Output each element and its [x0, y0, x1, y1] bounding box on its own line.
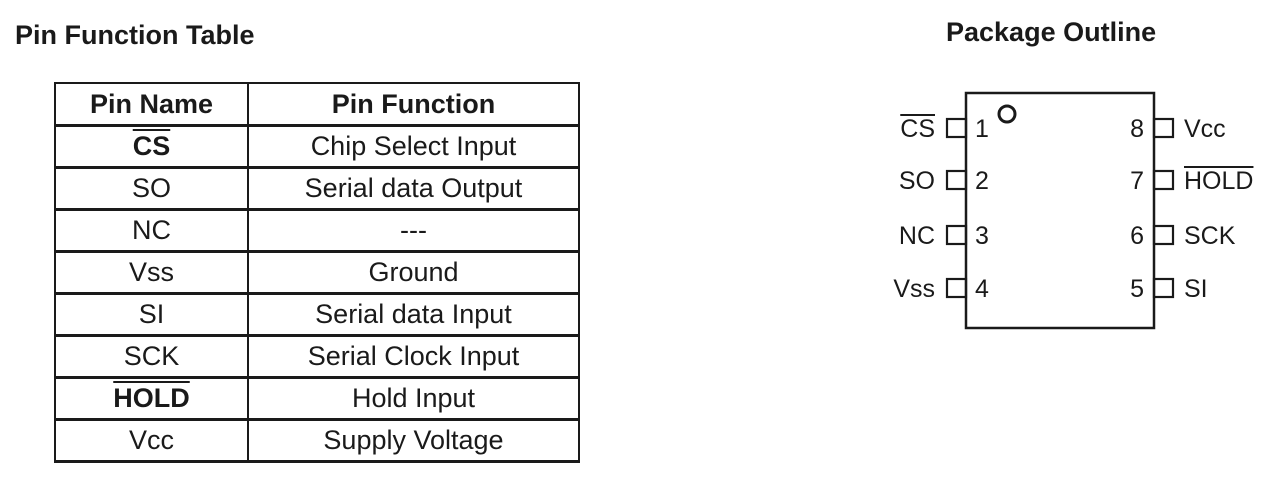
pin-number: 1 — [975, 115, 989, 143]
pin-name: Vss — [128, 257, 174, 287]
pin-name-cell: CS — [54, 124, 249, 169]
pin-name: HOLD — [113, 383, 190, 413]
table-row: SO Serial data Output — [54, 166, 580, 211]
package-outline-title: Package Outline — [946, 17, 1157, 47]
pin-label: CS — [900, 115, 935, 143]
table-row: HOLD Hold Input — [54, 376, 580, 421]
pin-function-cell: Ground — [247, 250, 580, 295]
pin-label: Vcc — [1184, 115, 1226, 143]
pin-2-lead — [945, 169, 968, 191]
pin-function-cell: Supply Voltage — [247, 418, 580, 463]
pin-label: SO — [899, 167, 935, 195]
pin-function-cell: Serial data Input — [247, 292, 580, 337]
pin-number: 4 — [975, 275, 989, 303]
table-row: SCK Serial Clock Input — [54, 334, 580, 379]
pin-name-cell: SI — [54, 292, 249, 337]
pin-name: Vcc — [128, 425, 174, 455]
pin-8-lead — [1152, 117, 1175, 139]
column-header-pin-name: Pin Name — [54, 82, 249, 127]
pin-name: SI — [138, 299, 165, 329]
pin-name-cell: NC — [54, 208, 249, 253]
pin-6-lead — [1152, 224, 1175, 246]
pin-name: NC — [132, 215, 171, 245]
pins-group: 1 CS 2 SO 3 NC 4 Vss 8 Vcc 7 HOLD 6 SCK 5 SI — [893, 114, 1254, 303]
pin-function-cell: Hold Input — [247, 376, 580, 421]
pin-function-cell: --- — [247, 208, 580, 253]
pin-number: 3 — [975, 222, 989, 250]
pin-name: CS — [132, 131, 171, 161]
table-row: Vss Ground — [54, 250, 580, 295]
pin-name-cell: SO — [54, 166, 249, 211]
pin-number: 7 — [1130, 167, 1144, 195]
pin-number: 8 — [1130, 115, 1144, 143]
pin-3-lead — [945, 224, 968, 246]
pin-label: SI — [1184, 275, 1208, 303]
pin-function-cell: Serial data Output — [247, 166, 580, 211]
pin-label: SCK — [1184, 222, 1236, 250]
pin-function-table: Pin Name Pin Function CS Chip Select Inpu… — [54, 82, 580, 463]
table-header-row: Pin Name Pin Function — [54, 82, 580, 127]
pin-number: 2 — [975, 167, 989, 195]
pin1-marker-dot — [997, 104, 1017, 124]
table-row: NC --- — [54, 208, 580, 253]
pin-function-table-title: Pin Function Table — [15, 20, 255, 50]
table-row: CS Chip Select Input — [54, 124, 580, 169]
pin-function-cell: Chip Select Input — [247, 124, 580, 169]
table-row: Vcc Supply Voltage — [54, 418, 580, 463]
chip-body — [964, 91, 1156, 330]
pin-label: Vss — [893, 275, 935, 303]
pin-name-cell: SCK — [54, 334, 249, 379]
pin-name-cell: Vcc — [54, 418, 249, 463]
pin-4-lead — [945, 277, 968, 299]
pin-number: 6 — [1130, 222, 1144, 250]
table-row: SI Serial data Input — [54, 292, 580, 337]
column-header-pin-function: Pin Function — [247, 82, 580, 127]
pin-name: SCK — [123, 341, 180, 371]
pin-name-cell: HOLD — [54, 376, 249, 421]
pin-label: HOLD — [1184, 167, 1253, 195]
pin-function-cell: Serial Clock Input — [247, 334, 580, 379]
pin-5-lead — [1152, 277, 1175, 299]
pin-name-cell: Vss — [54, 250, 249, 295]
pin-number: 5 — [1130, 275, 1144, 303]
pin-7-lead — [1152, 169, 1175, 191]
pin-name: SO — [131, 173, 171, 203]
pin-label: NC — [899, 222, 935, 250]
pin-1-lead — [945, 117, 968, 139]
